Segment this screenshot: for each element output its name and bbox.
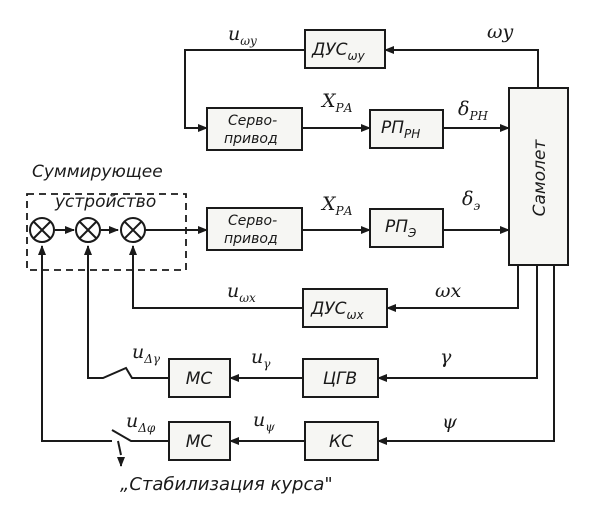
x-ra-top-main: X <box>320 90 337 112</box>
summing-node-1 <box>29 217 55 243</box>
block-samolet: Самолет <box>508 87 569 266</box>
summing-device: Суммирующее устройство <box>26 162 187 271</box>
dus-wx-sub: ωx <box>347 308 365 322</box>
block-dus-wx: ДУСωx <box>302 288 388 328</box>
svg-text:δэ: δэ <box>462 188 480 213</box>
block-servo-e: Серво- привод <box>206 207 303 251</box>
u-dpsi-main: u <box>126 410 138 432</box>
servo-e-line2: привод <box>224 231 278 247</box>
connection-lines <box>42 46 555 467</box>
u-gamma-sub: γ <box>263 357 271 371</box>
summing-label-line1: Суммирующее <box>32 162 163 182</box>
svg-text:РПЭ: РПЭ <box>385 217 417 240</box>
cgv-label: ЦГВ <box>323 369 357 389</box>
block-ms-gamma: МС <box>168 358 231 398</box>
servo-rn-line2: привод <box>224 131 278 147</box>
u-dgamma-sub: Δγ <box>143 352 161 366</box>
signal-labels: uωy ωy XРА δРН XРА δэ uωx ωx uΔγ uγ γ uΔ… <box>126 21 513 435</box>
psi-label: ψ <box>442 411 458 433</box>
rp-e-sub: Э <box>407 226 417 240</box>
servo-e-line1: Серво- <box>228 213 277 229</box>
course-stabilization-caption: „Стабилизация курса" <box>120 474 333 495</box>
block-ms-psi: МС <box>168 421 231 461</box>
summing-node-2 <box>75 217 101 243</box>
svg-text:uγ: uγ <box>251 346 271 371</box>
summing-device-boundary <box>26 193 187 271</box>
summing-node-3 <box>120 217 146 243</box>
servo-rn-line1: Серво- <box>228 113 277 129</box>
u-psi-main: u <box>253 409 265 431</box>
wy-label: ωy <box>487 21 513 43</box>
x-ra-top-sub: РА <box>335 101 353 115</box>
svg-text:XРА: XРА <box>320 193 353 218</box>
summing-label-line2: устройство <box>54 192 156 212</box>
block-cgv: ЦГВ <box>302 358 379 398</box>
svg-text:РПРН: РПРН <box>381 118 420 141</box>
dus-wy-sub: ωy <box>348 49 366 63</box>
gamma-label: γ <box>440 346 452 368</box>
block-servo-rn: Серво- привод <box>206 107 303 151</box>
block-rp-rn: РПРН <box>369 109 444 149</box>
u-wy-main: u <box>228 23 240 45</box>
svg-text:uΔγ: uΔγ <box>132 341 161 366</box>
svg-text:uψ: uψ <box>253 409 275 434</box>
rp-rn-main: РП <box>381 118 404 138</box>
svg-text:ДУСωy: ДУСωy <box>311 40 366 63</box>
delta-rn-main: δ <box>458 98 469 120</box>
block-ks: КС <box>304 421 379 461</box>
x-ra-mid-sub: РА <box>335 204 353 218</box>
u-wx-main: u <box>227 280 239 302</box>
u-gamma-main: u <box>251 346 263 368</box>
ks-label: КС <box>329 432 353 452</box>
block-dus-wy: ДУСωy <box>304 29 386 69</box>
u-psi-sub: ψ <box>265 420 275 434</box>
svg-text:XРА: XРА <box>320 90 353 115</box>
ms-psi-label: МС <box>186 432 213 452</box>
delta-rn-sub: РН <box>468 109 488 123</box>
u-dpsi-sub: Δφ <box>137 421 156 435</box>
u-wy-sub: ωy <box>240 34 257 48</box>
u-dgamma-main: u <box>132 341 144 363</box>
ms-gamma-label: МС <box>186 369 213 389</box>
x-ra-mid-main: X <box>320 193 337 215</box>
rp-e-main: РП <box>385 217 408 237</box>
dus-wx-main: ДУС <box>310 299 347 319</box>
svg-text:uωy: uωy <box>228 23 257 48</box>
svg-text:uΔφ: uΔφ <box>126 410 156 435</box>
svg-text:ДУСωx: ДУСωx <box>310 299 365 322</box>
samolet-label: Самолет <box>530 139 550 217</box>
svg-text:uωx: uωx <box>227 280 256 305</box>
wx-label: ωx <box>435 280 461 302</box>
svg-text:δРН: δРН <box>458 98 489 123</box>
rp-rn-sub: РН <box>404 127 420 141</box>
dus-wy-main: ДУС <box>311 40 348 60</box>
block-rp-e: РПЭ <box>369 208 444 248</box>
delta-e-sub: э <box>473 199 480 213</box>
u-wx-sub: ωx <box>239 291 256 305</box>
delta-e-main: δ <box>462 188 473 210</box>
